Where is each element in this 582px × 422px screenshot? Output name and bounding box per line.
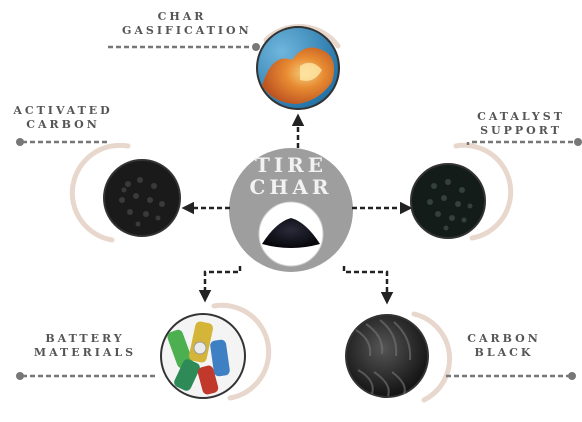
label-carbon-black: CARBON BLACK (462, 332, 546, 360)
powder-pile-icon (262, 218, 320, 248)
label-battery-materials-line2: MATERIALS (33, 346, 137, 359)
flow-arrows (181, 113, 413, 305)
battery-materials-image (160, 313, 246, 399)
label-activated-carbon: ACTIVATED CARBON (8, 104, 118, 132)
label-catalyst-support-line2: SUPPORT (480, 124, 562, 137)
catalyst-support-image (410, 163, 486, 239)
label-carbon-black-line2: BLACK (474, 346, 534, 359)
label-char-gasification-line2: GASIFICATION (122, 24, 252, 37)
label-char-gasification: CHAR GASIFICATION (122, 10, 252, 38)
center-title-line2: CHAR (249, 175, 333, 199)
label-catalyst-support: CATALYST SUPPORT (468, 110, 574, 138)
center-title: TIRE CHAR (238, 154, 344, 198)
center-title-line1: TIRE (254, 153, 328, 177)
carbon-black-image (345, 314, 429, 398)
accent-arcs (69, 24, 514, 403)
label-carbon-black-line1: CARBON (467, 332, 541, 345)
label-battery-materials: BATTERY MATERIALS (30, 332, 140, 360)
label-connectors (22, 45, 578, 378)
label-activated-carbon-line2: CARBON (26, 118, 100, 131)
char-gasification-image (256, 26, 340, 110)
label-battery-materials-line1: BATTERY (45, 332, 125, 345)
connector-dots (16, 43, 582, 380)
activated-carbon-image (103, 159, 181, 237)
label-activated-carbon-line1: ACTIVATED (13, 104, 113, 117)
label-char-gasification-line1: CHAR (157, 10, 207, 23)
label-catalyst-support-line1: CATALYST (477, 110, 565, 123)
